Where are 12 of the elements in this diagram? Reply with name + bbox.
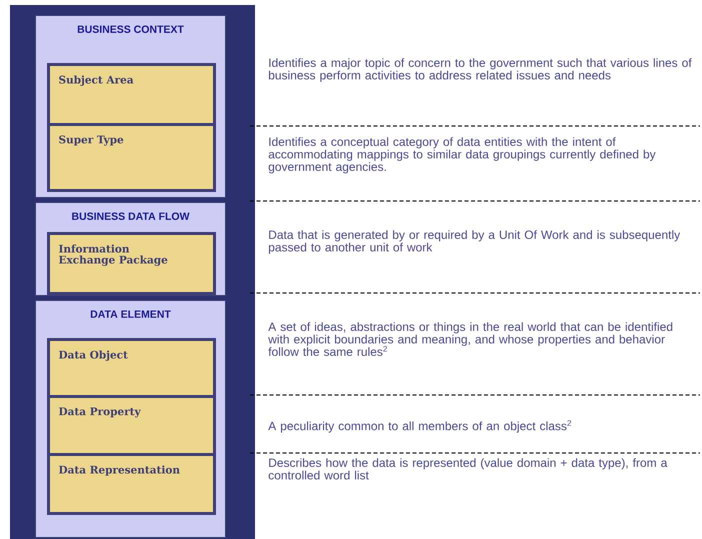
description-text: Identifies a conceptual category of data entities with the intent of accommodating mappings to similar data groupings currently defined by government agencies. (268, 137, 656, 174)
description-text: A set of ideas, abstractions or things in the real world that can be identified with explicit boundaries and meaning, and whose properties and behavior follow the same rules$^{2}$ (268, 322, 672, 356)
description-text: Describes how the data is represented (value domain + data type), from a controlled word list (268, 458, 668, 480)
term-box: Data Object (47, 338, 216, 398)
term-box: Super Type (47, 123, 216, 192)
description-text: A peculiarity common to all members of an object class$^{2}$ (268, 420, 572, 433)
description-text: Data that is generated by or required by a Unit Of Work and is subsequently passed to another unit of work (268, 230, 680, 254)
term-box: Data Representation (47, 453, 216, 515)
description-text: Identifies a major topic of concern to the government such that various lines of business perform activities to address related issues and needs (268, 58, 692, 82)
term-box: Subject Area (47, 63, 216, 126)
term-box: Information Exchange Package (47, 232, 216, 295)
term-box: Data Property (47, 395, 216, 456)
